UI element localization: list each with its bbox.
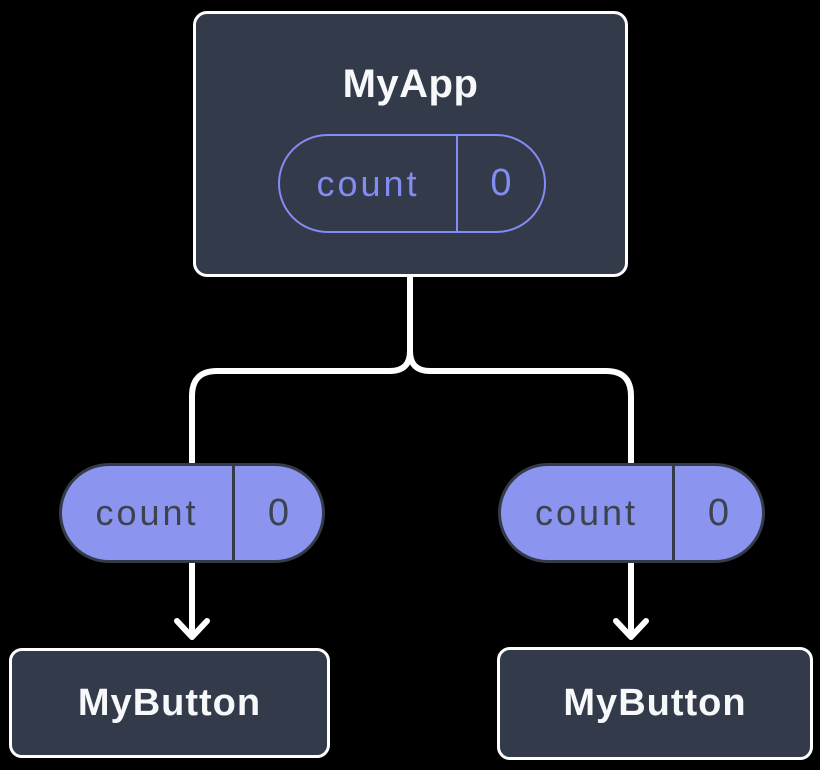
- arrow-head-left-icon: [174, 618, 210, 640]
- prop-pill-left-name: count: [95, 492, 199, 533]
- node-mybutton-right: MyButton: [497, 647, 813, 760]
- branch-connector-right: [407, 274, 634, 469]
- branch-connector-left: [189, 274, 413, 469]
- prop-pill-right-name: count: [534, 492, 639, 533]
- state-pill-root-divider: [456, 136, 458, 231]
- state-pill-root-value: 0: [490, 162, 512, 204]
- node-myapp: MyApp count 0: [193, 11, 628, 277]
- prop-pill-left: count 0: [59, 463, 325, 563]
- state-pill-root-name: count: [316, 162, 420, 204]
- node-mybutton-right-title: MyButton: [563, 682, 747, 724]
- node-mybutton-left-title: MyButton: [77, 681, 262, 724]
- node-mybutton-left: MyButton: [9, 648, 330, 758]
- state-pill-root: count 0: [278, 134, 546, 233]
- node-myapp-title: MyApp: [342, 62, 479, 106]
- prop-pill-right-divider: [672, 466, 675, 560]
- prop-pill-right-value: 0: [707, 491, 730, 534]
- prop-pill-right: count 0: [498, 463, 765, 563]
- arrow-head-right-icon: [613, 618, 649, 640]
- prop-pill-left-divider: [232, 466, 235, 560]
- prop-pill-left-value: 0: [267, 491, 290, 534]
